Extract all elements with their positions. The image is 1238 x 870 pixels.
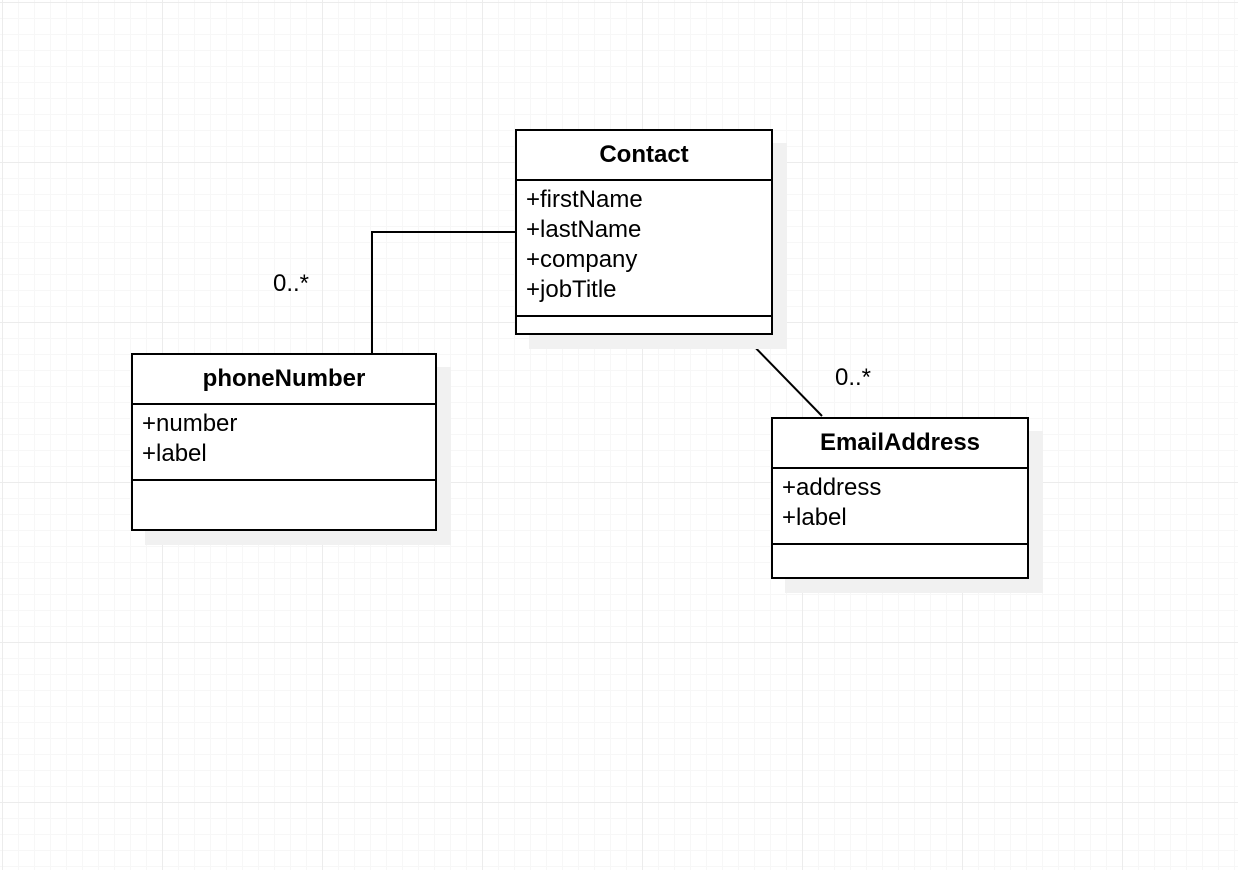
class-email-address-name: EmailAddress xyxy=(773,419,1027,469)
contact-phone-association-line[interactable] xyxy=(371,231,516,354)
attribute: +lastName xyxy=(526,216,642,243)
attribute: +jobTitle xyxy=(526,276,617,303)
attribute: +company xyxy=(526,246,638,273)
class-phone-number-attributes: +number +label xyxy=(133,405,435,481)
class-email-address[interactable]: EmailAddress +address +label xyxy=(771,417,1029,579)
class-phone-number-name: phoneNumber xyxy=(133,355,435,405)
attribute: +number xyxy=(142,410,238,437)
class-email-address-attributes: +address +label xyxy=(773,469,1027,545)
multiplicity-email: 0..* xyxy=(835,364,872,391)
attribute: +firstName xyxy=(526,186,643,213)
contact-email-association-line[interactable] xyxy=(743,335,823,417)
class-contact-name: Contact xyxy=(517,131,771,181)
attribute: +label xyxy=(142,440,207,467)
class-phone-number[interactable]: phoneNumber +number +label xyxy=(131,353,437,531)
class-contact[interactable]: Contact +firstName +lastName +company +j… xyxy=(515,129,773,335)
attribute: +address xyxy=(782,474,882,501)
attribute: +label xyxy=(782,504,847,531)
multiplicity-phone: 0..* xyxy=(273,270,310,297)
class-contact-attributes: +firstName +lastName +company +jobTitle xyxy=(517,181,771,317)
